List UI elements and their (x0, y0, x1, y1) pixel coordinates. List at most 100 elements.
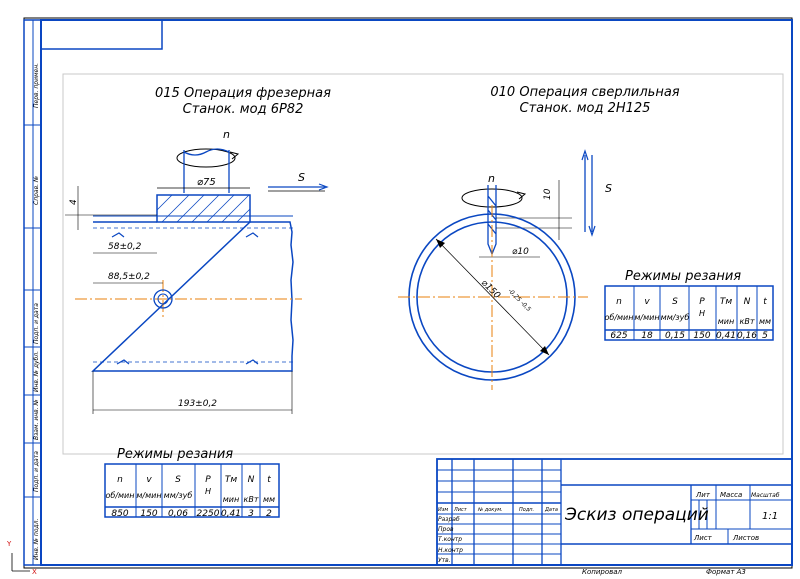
tb-h-list: Лист (453, 507, 468, 513)
tb-row-tkontr: Т.контр (438, 536, 462, 543)
dim-outer: ⌀150 (479, 278, 502, 301)
top-left-stamp (40, 19, 163, 50)
sketch-area (62, 73, 784, 455)
drilling-h7-top: t (763, 297, 767, 307)
milling-h3-bottom: мм/зуб (164, 491, 193, 500)
milling-h5-bottom: мин (223, 495, 239, 504)
dim-drill: ⌀10 (512, 247, 529, 257)
strip-label-1: Перв. примен. (33, 63, 40, 108)
cutter-shank (183, 148, 230, 193)
milling-h1-bottom: об/мин (106, 491, 135, 500)
milling-v1: 850 (111, 509, 128, 519)
tb-scale-value: 1:1 (762, 511, 778, 522)
milling-h3-top: S (175, 475, 181, 485)
drilling-v6: 0,16 (737, 331, 757, 341)
strip-label-5: Взам. инв. № (33, 399, 40, 440)
drilling-feed-s: S (605, 182, 612, 195)
milling-machine: Станок. мод 6Р82 (183, 102, 304, 117)
strip-label-4: Инв. № дубл. (33, 351, 40, 392)
tb-h-doc: № докум. (477, 507, 503, 513)
milling-h4-top: P (205, 475, 211, 485)
tb-lit: Лит (695, 491, 711, 499)
milling-modes-title: Режимы резания (117, 447, 233, 462)
milling-h6-top: N (248, 475, 255, 485)
milling-h7-bottom: мм (263, 495, 275, 504)
dim-88: 88,5±0,2 (108, 272, 150, 282)
dim-193: 193±0,2 (178, 399, 217, 409)
axis-y-label: Y (6, 540, 12, 548)
strip-label-7: Инв. № подл. (33, 519, 40, 560)
drilling-h4-top: P (699, 297, 705, 307)
doc-title: Эскиз операций (564, 505, 709, 525)
title-block: Изм Лист № докум. Подп. Дата Разраб Пров… (436, 458, 793, 576)
milling-h2-top: v (146, 475, 152, 485)
milling-h7-top: t (267, 475, 271, 485)
drilling-h5-top: Tм (720, 297, 732, 307)
strip-label-2: Справ. № (33, 176, 40, 205)
milling-h4-bottom: Н (205, 487, 211, 496)
drilling-h3-top: S (672, 297, 678, 307)
drilling-title: 010 Операция сверлильная (490, 85, 679, 100)
tb-row-razrab: Разраб (438, 516, 460, 523)
rotation-arrow (176, 148, 236, 168)
milling-feed-s: S (298, 171, 305, 184)
tb-copied: Копировал (582, 568, 623, 576)
dim-depth: 4 (69, 199, 79, 205)
drilling-h7-bottom: мм (759, 317, 771, 326)
milling-h5-top: Tм (225, 475, 237, 485)
drilling-h2-top: v (644, 297, 650, 307)
tb-scale: Масштаб (751, 492, 780, 499)
milling-v3: 0,06 (168, 509, 188, 519)
dim-cutter: ⌀75 (197, 177, 216, 188)
drilling-h1-bottom: об/мин (605, 313, 634, 322)
tb-h-date: Дата (544, 507, 558, 513)
drilling-v3: 0,15 (665, 331, 685, 341)
hole (153, 289, 173, 309)
milling-modes-table: n об/мин v м/мин S мм/зуб P Н Tм мин N к… (104, 463, 280, 519)
tb-sheets: Листов (732, 534, 759, 542)
drilling-h3-bottom: мм/зуб (661, 313, 690, 322)
milling-spindle-n: n (223, 128, 230, 141)
drilling-h6-top: N (744, 297, 751, 307)
milling-h6-bottom: кВт (244, 495, 259, 504)
milling-h1-top: n (117, 475, 123, 485)
tb-row-utv: Утв. (438, 557, 451, 564)
tb-h-sign: Подп. (519, 507, 534, 513)
drilling-v1: 625 (610, 331, 627, 341)
tb-row-nkontr: Н.контр (438, 547, 463, 554)
tb-row-prov: Пров (438, 526, 454, 533)
drilling-v2: 18 (641, 331, 653, 341)
side-strip: Перв. примен. Справ. № Подп. и дата Инв.… (23, 19, 42, 566)
drilling-spindle-n: n (488, 172, 495, 185)
dim-outer-tol: -0,25 -0,5 (507, 287, 533, 313)
drilling-modes-table: n об/мин v м/мин S мм/зуб P Н Tм мин N к… (604, 285, 774, 341)
tb-format: Формат А3 (706, 568, 746, 576)
drilling-v7: 5 (762, 331, 768, 341)
tb-mass: Масса (720, 491, 742, 499)
dim-58: 58±0,2 (108, 242, 142, 252)
milling-v2: 150 (140, 509, 157, 519)
axis-indicator: Y X (6, 540, 37, 576)
drilling-h5-bottom: мин (718, 317, 734, 326)
strip-label-3: Подп. и дата (33, 303, 40, 344)
axis-x-label: X (32, 568, 37, 576)
dim-10: 10 (543, 188, 553, 200)
milling-h2-bottom: м/мин (136, 491, 161, 500)
drill (487, 185, 497, 256)
milling-title: 015 Операция фрезерная (155, 86, 331, 101)
drilling-v5: 0,41 (716, 331, 736, 341)
drilling-h1-top: n (616, 297, 622, 307)
milling-v6: 3 (248, 509, 254, 519)
tb-sheet: Лист (693, 534, 713, 542)
drilling-h4-bottom: Н (699, 309, 705, 318)
drilling-h2-bottom: м/мин (634, 313, 659, 322)
drilling-machine: Станок. мод 2Н125 (520, 101, 651, 116)
milling-sketch: 015 Операция фрезерная Станок. мод 6Р82 … (65, 86, 331, 519)
drilling-v4: 150 (693, 331, 710, 341)
drilling-sketch: 010 Операция сверлильная Станок. мод 2Н1… (398, 85, 774, 390)
drilling-modes-title: Режимы резания (625, 269, 741, 284)
drilling-h6-bottom: кВт (740, 317, 755, 326)
strip-label-6: Подп. и дата (33, 451, 40, 492)
milling-v5: 0,41 (221, 509, 241, 519)
